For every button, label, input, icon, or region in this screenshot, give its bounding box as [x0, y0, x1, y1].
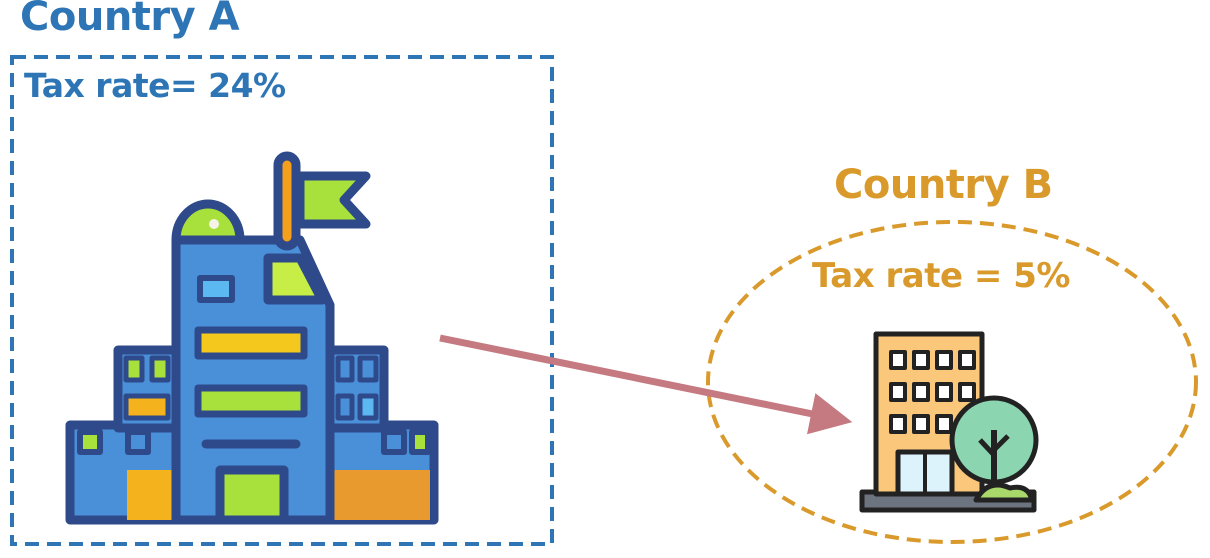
country-b-title: Country B — [834, 162, 1053, 208]
country-b-tax-rate: Tax rate = 5% — [812, 256, 1070, 296]
country-b-boundary — [706, 220, 1198, 544]
country-a-title: Country A — [20, 0, 240, 40]
transfer-arrow — [439, 334, 853, 435]
country-a-tax-rate: Tax rate= 24% — [24, 66, 286, 105]
office-building-with-tree-icon — [859, 331, 1039, 513]
country-a-boundary — [10, 55, 554, 546]
government-building-icon — [65, 151, 439, 525]
